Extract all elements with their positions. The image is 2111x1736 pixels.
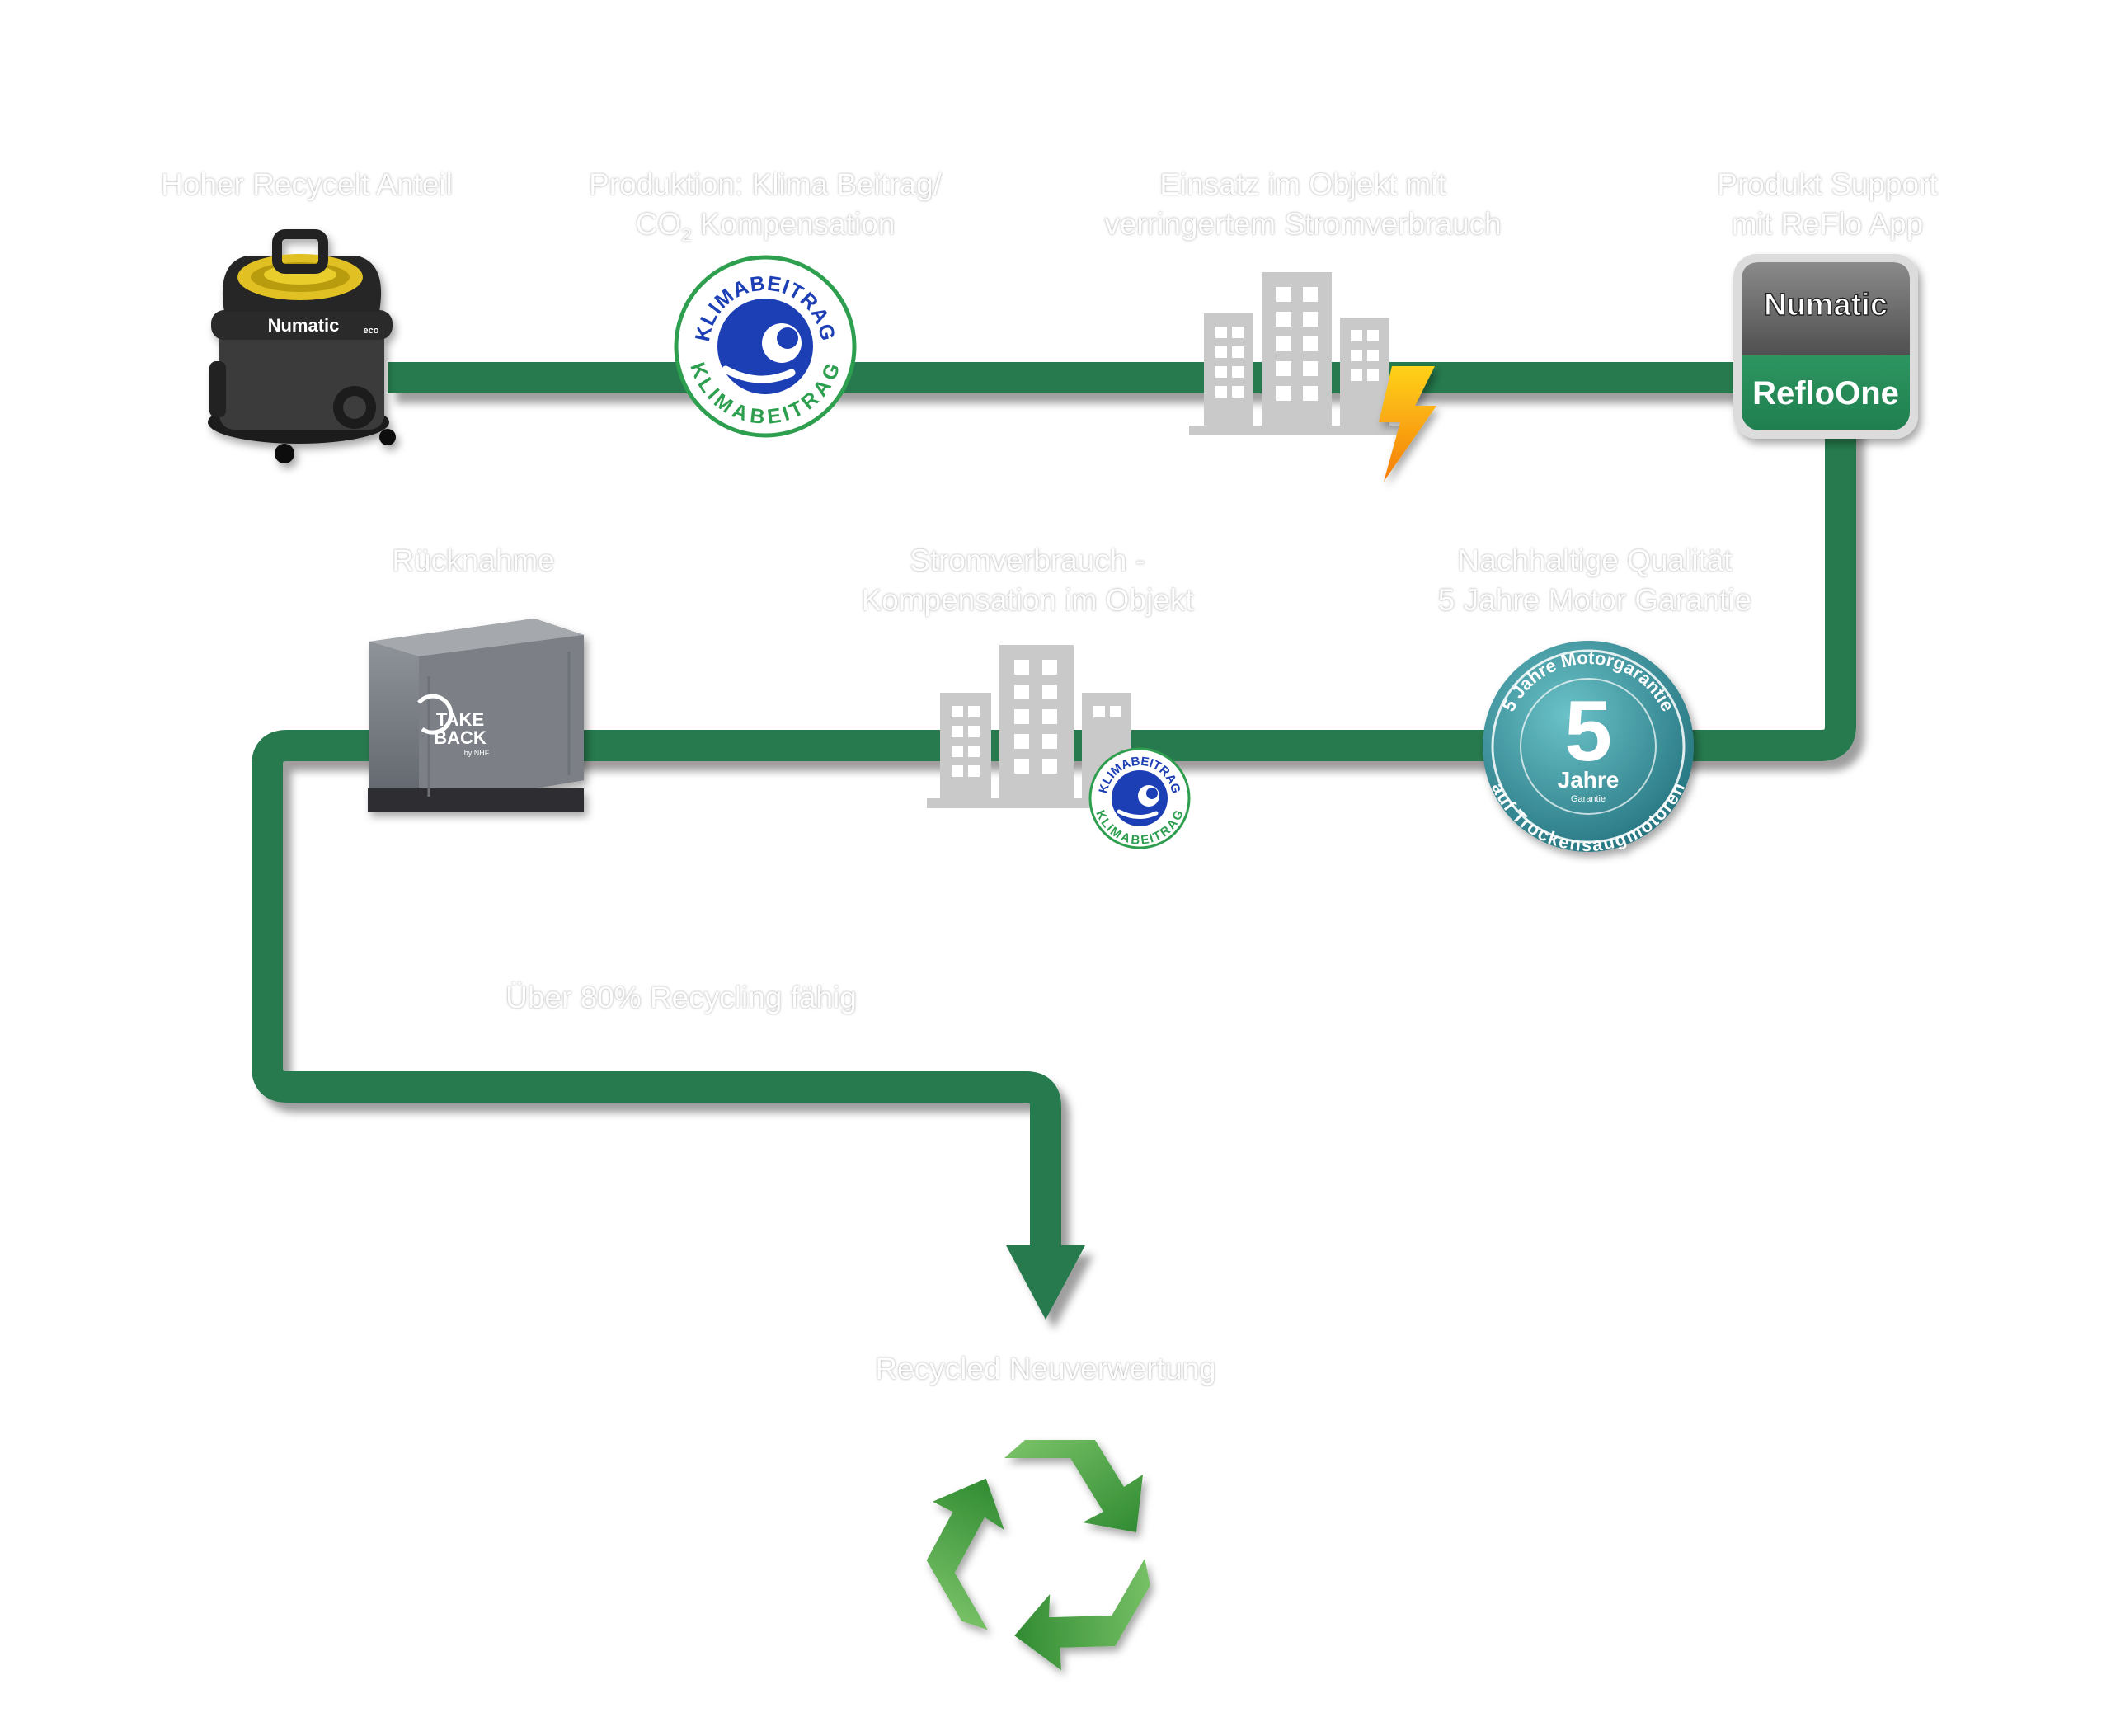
label-support-line1: Produkt Support	[1717, 167, 1938, 201]
label-recycled-content: Hoher Recycelt Anteil	[161, 167, 453, 201]
reflo-app-icon: Numatic RefloOne	[1733, 254, 1918, 439]
buildings-compensation-icon	[927, 645, 1143, 808]
takeback-line2: BACK	[434, 727, 487, 748]
label-support-line2: mit ReFlo App	[1731, 207, 1924, 241]
label-production-line1: Produktion: Klima Beitrag/	[589, 167, 942, 201]
label-recyclable: Über 80% Recycling fähig	[505, 981, 857, 1014]
warranty-small-text: Garantie	[1571, 794, 1606, 804]
lightning-bolt-icon	[1379, 366, 1436, 482]
label-production-line2: CO2 Kompensation	[589, 205, 942, 255]
co2-suffix: Kompensation	[691, 207, 896, 241]
takeback-crate-icon: TAKE BACK by NHF	[368, 619, 584, 812]
vacuum-brand-text: Numatic	[268, 315, 340, 336]
recycle-icon	[926, 1440, 1150, 1671]
warranty-number: 5	[1564, 684, 1612, 779]
buildings-icon	[1189, 272, 1405, 435]
app-name-text: RefloOne	[1752, 375, 1899, 412]
warranty-word: Jahre	[1558, 767, 1620, 793]
label-quality-line2: 5 Jahre Motor Garantie	[1437, 583, 1752, 617]
label-quality-line1: Nachhaltige Qualität	[1457, 543, 1733, 577]
label-quality: Nachhaltige Qualität 5 Jahre Motor Garan…	[1438, 541, 1751, 620]
vacuum-model-text: eco	[364, 326, 379, 336]
label-production: Produktion: Klima Beitrag/ CO2 Kompensat…	[589, 165, 942, 255]
label-power-comp-line1: Stromverbrauch -	[910, 543, 1145, 577]
klimabeitrag-badge-icon: KLIMABEITRAG KLIMABEITRAG	[674, 255, 857, 438]
co2-prefix: CO	[635, 207, 682, 241]
takeback-by: by NHF	[464, 749, 490, 757]
label-reuse: Recycled Neuverwertung	[875, 1352, 1216, 1386]
label-power-comp-line2: Kompensation im Objekt	[861, 583, 1194, 617]
label-support: Produkt Support mit ReFlo App	[1717, 165, 1937, 244]
label-usage-line1: Einsatz im Objekt mit	[1159, 167, 1446, 201]
vacuum-cleaner-icon: Numatic eco	[208, 229, 396, 463]
label-usage: Einsatz im Objekt mit verringertem Strom…	[1104, 165, 1501, 244]
label-usage-line2: verringertem Stromverbrauch	[1104, 207, 1502, 241]
label-power-compensation: Stromverbrauch - Kompensation im Objekt	[861, 541, 1193, 620]
label-takeback: Rücknahme	[392, 543, 555, 577]
klimabeitrag-small-badge-icon: KLIMABEITRAG KLIMABEITRAG	[1088, 747, 1191, 849]
takeback-line1: TAKE	[436, 709, 484, 730]
co2-sub: 2	[681, 224, 692, 246]
app-brand-text: Numatic	[1764, 288, 1888, 322]
warranty-seal-icon: 5 Jahre Motorgarantie auf Trockensaugmot…	[1483, 641, 1694, 855]
